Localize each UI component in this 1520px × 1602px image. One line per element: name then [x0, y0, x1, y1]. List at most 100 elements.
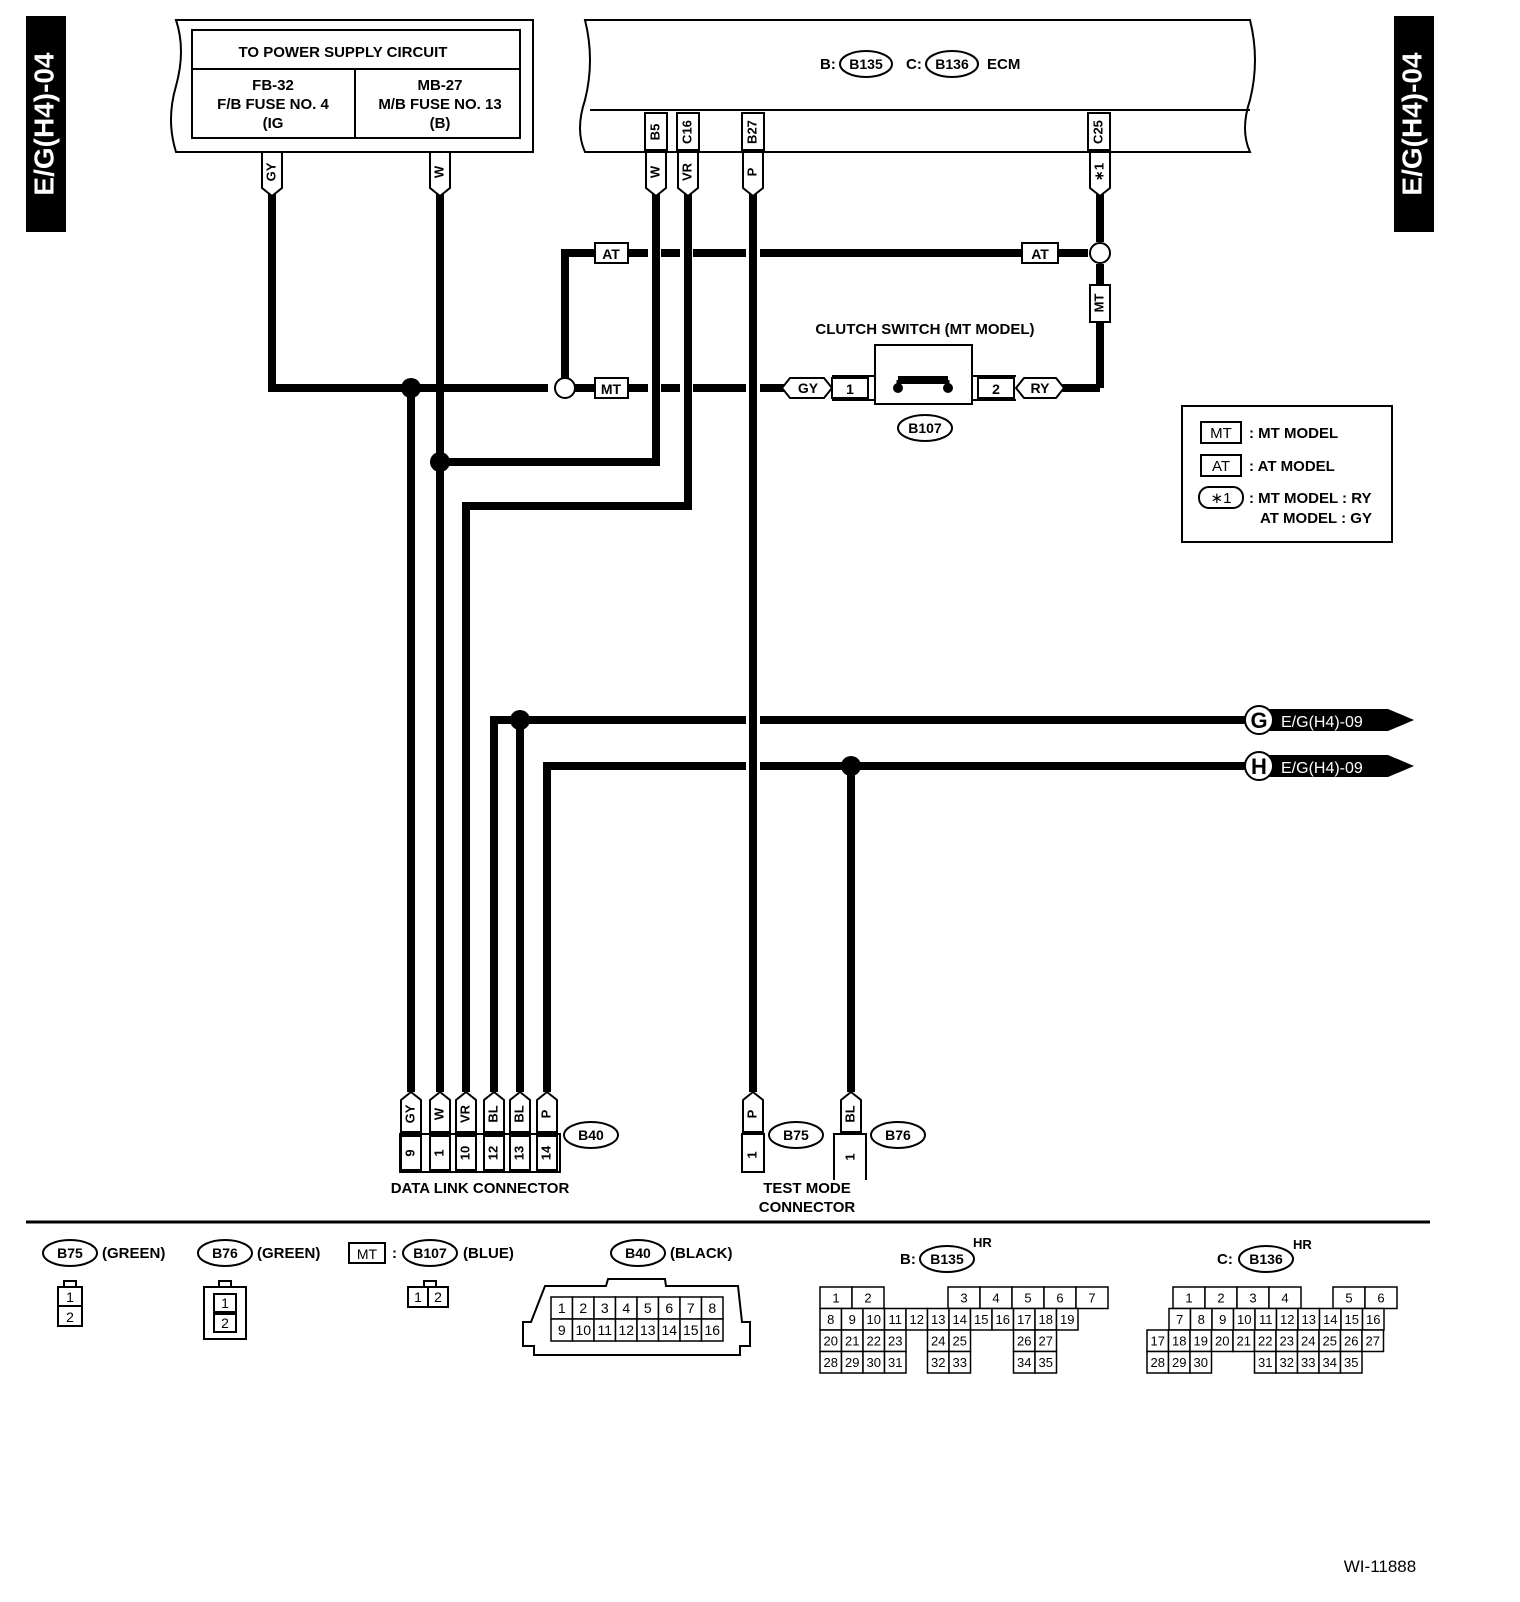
b75-conn: B75	[783, 1127, 809, 1143]
bottom-b75-pin2: 2	[66, 1309, 74, 1325]
pin-label: 22	[1258, 1333, 1272, 1348]
off-page-connector-h: H E/G(H4)-09	[1244, 751, 1414, 781]
pin-cell	[1339, 1350, 1363, 1374]
pin-label: 4	[1281, 1290, 1288, 1305]
dlc-color-tags: GY W VR BL BL P	[400, 1090, 558, 1133]
ecm-conn-b135: B135	[849, 56, 883, 72]
off-page-ref-g: E/G(H4)-09	[1281, 714, 1363, 731]
pin-cell	[1034, 1350, 1058, 1374]
b76-pin: 1	[842, 1153, 857, 1160]
clutch-switch: CLUTCH SWITCH (MT MODEL) 1 2 GY RY B107	[780, 321, 1066, 442]
bottom-b75-conn: B75	[57, 1245, 83, 1261]
pin-label: 25	[953, 1333, 967, 1348]
dlc-pins: 9 1 10 12 13 14	[400, 1135, 558, 1171]
ecm-pin-c16: C16	[679, 120, 694, 144]
ecm-pin-c25: C25	[1090, 120, 1105, 144]
right-side-tab: E/G(H4)-04	[1394, 16, 1434, 232]
dlc-pin-3: 10	[457, 1146, 472, 1160]
power-supply-box: TO POWER SUPPLY CIRCUIT FB-32 F/B FUSE N…	[170, 19, 534, 153]
pin-label: 10	[1237, 1312, 1251, 1327]
pin-label: 7	[1088, 1290, 1095, 1305]
pin-label: 9	[558, 1322, 566, 1338]
clutch-pin2: 2	[992, 381, 1000, 397]
dlc-pin-6: 14	[538, 1145, 553, 1160]
pin-label: 11	[889, 1312, 903, 1327]
legend-mt-text: : MT MODEL	[1249, 425, 1338, 442]
pin-label: 8	[1198, 1312, 1205, 1327]
bottom-b76: B76 (GREEN) 1 2	[197, 1239, 320, 1340]
bottom-b135-conn: B135	[930, 1251, 964, 1267]
junction-dot	[510, 710, 530, 730]
legend-box: MT : MT MODEL AT : AT MODEL ∗1 : MT MODE…	[1181, 405, 1393, 543]
pin-label: 18	[1039, 1312, 1053, 1327]
junction-dot	[401, 378, 421, 398]
pin-cell	[1055, 1307, 1079, 1331]
fuse-mb27-type: (B)	[430, 115, 451, 132]
pin-label: 1	[1185, 1290, 1192, 1305]
pin-label: 2	[1217, 1290, 1224, 1305]
bottom-b136-hr: HR	[1293, 1237, 1312, 1252]
bottom-b107-tag: MT	[357, 1246, 378, 1262]
tag-star1-ecm: ∗1	[1091, 163, 1106, 181]
pin-label: 4	[622, 1300, 630, 1316]
dlc-color-5: BL	[511, 1105, 526, 1122]
pin-label: 33	[953, 1355, 967, 1370]
legend-at-tag: AT	[1212, 458, 1230, 475]
b76-conn: B76	[885, 1127, 911, 1143]
top-wire-tags: GY W W VR P ∗1	[261, 151, 1111, 198]
pin-label: 33	[1301, 1355, 1315, 1370]
test-mode-connector: P 1 B75 BL 1 B76 TEST MODE CONNECTOR	[741, 1090, 926, 1216]
bottom-b76-pin1: 1	[221, 1295, 229, 1311]
tag-p-ecm: P	[744, 167, 759, 176]
b75-color: P	[744, 1109, 759, 1118]
bottom-b40-color: (BLACK)	[670, 1245, 732, 1262]
pin-label: 15	[974, 1312, 988, 1327]
dlc-label: DATA LINK CONNECTOR	[391, 1180, 570, 1197]
pin-cell	[700, 1318, 724, 1342]
fuse-fb32-name: F/B FUSE NO. 4	[217, 96, 329, 113]
left-side-tab: E/G(H4)-04	[26, 16, 66, 232]
pin-label: 34	[1017, 1355, 1031, 1370]
bottom-b75-color: (GREEN)	[102, 1245, 165, 1262]
bottom-b135-prefix: B:	[900, 1251, 916, 1268]
model-tags: AT AT MT MT	[594, 242, 1111, 399]
bottom-b107-conn: B107	[413, 1245, 447, 1261]
pin-label: 11	[597, 1322, 612, 1338]
bottom-b107-sep: :	[392, 1245, 397, 1262]
bottom-b76-conn: B76	[212, 1245, 238, 1261]
ecm-prefix-b: B:	[820, 56, 836, 73]
pin-label: 9	[1219, 1312, 1226, 1327]
bottom-b75-pin1: 1	[66, 1289, 74, 1305]
pin-label: 2	[579, 1300, 587, 1316]
bottom-b75: B75 (GREEN) 1 2	[42, 1239, 165, 1327]
test-mode-label1: TEST MODE	[763, 1180, 851, 1197]
pin-label: 34	[1323, 1355, 1337, 1370]
bottom-b76-pin2: 2	[221, 1315, 229, 1331]
pin-label: 32	[1280, 1355, 1294, 1370]
bottom-b136-prefix: C:	[1217, 1251, 1233, 1268]
legend-star-text2: AT MODEL : GY	[1260, 510, 1372, 527]
ecm-pin-b5: B5	[647, 124, 662, 141]
pin-label: 27	[1039, 1333, 1053, 1348]
dlc-color-1: GY	[402, 1104, 417, 1123]
pin-label: 1	[832, 1290, 839, 1305]
ecm-prefix-c: C:	[906, 56, 922, 73]
pin-label: 14	[661, 1322, 677, 1338]
pin-label: 16	[704, 1322, 720, 1338]
pin-label: 15	[1345, 1312, 1359, 1327]
dlc-color-4: BL	[485, 1105, 500, 1122]
pin-label: 21	[845, 1333, 859, 1348]
pin-label: 26	[1344, 1333, 1358, 1348]
pin-label: 6	[1056, 1290, 1063, 1305]
tag-gy-fb32: GY	[263, 162, 278, 181]
pin-label: 3	[601, 1300, 609, 1316]
pin-label: 21	[1237, 1333, 1251, 1348]
pin-label: 20	[1215, 1333, 1229, 1348]
fuse-fb32-id: FB-32	[252, 77, 294, 94]
pin-label: 16	[996, 1312, 1010, 1327]
pin-label: 35	[1344, 1355, 1358, 1370]
pin-label: 19	[1194, 1333, 1208, 1348]
